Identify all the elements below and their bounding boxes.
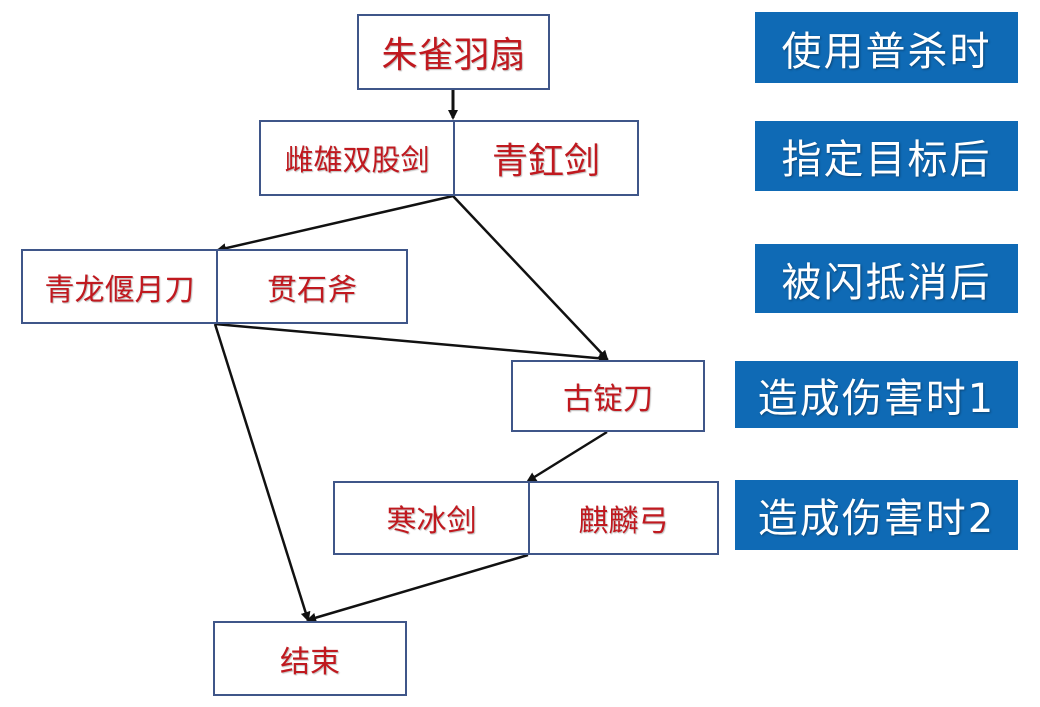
node-weapons-row-2: 青龙偃月刀 贯石斧 bbox=[21, 249, 408, 324]
arrow-weapons-to-guding bbox=[452, 195, 609, 361]
node-guanshi-label: 贯石斧 bbox=[216, 251, 406, 322]
node-qilin-label: 麒麟弓 bbox=[528, 483, 717, 553]
node-end-label: 结束 bbox=[280, 644, 340, 680]
node-weapons-row-3: 寒冰剑 麒麟弓 bbox=[333, 481, 719, 555]
arrow-guding-to-hanbing bbox=[526, 430, 608, 483]
arrow-qinglong-to-guding bbox=[214, 322, 609, 364]
node-cixiong-label: 雌雄双股剑 bbox=[284, 143, 430, 177]
node-hanbing-label: 寒冰剑 bbox=[386, 504, 477, 539]
node-guding: 古锭刀 bbox=[511, 360, 705, 432]
node-qinggang-label: 青釭剑 bbox=[453, 122, 637, 194]
stage-use-sha: 使用普杀时 bbox=[755, 12, 1018, 83]
arrow-weapons-to-qinglong bbox=[216, 194, 454, 254]
node-guding-label: 古锭刀 bbox=[563, 382, 653, 417]
node-end: 结束 bbox=[213, 621, 407, 696]
stage-on-damage-1: 造成伤害时1 bbox=[735, 361, 1018, 428]
stage-after-dodge: 被闪抵消后 bbox=[755, 244, 1018, 313]
node-zhuque: 朱雀羽扇 bbox=[357, 14, 550, 90]
arrow-qinglong-to-end bbox=[213, 323, 311, 622]
node-zhuque-label: 朱雀羽扇 bbox=[381, 35, 526, 76]
node-weapons-row-1: 雌雄双股剑 青釭剑 bbox=[259, 120, 639, 196]
stage-on-damage-2: 造成伤害时2 bbox=[735, 480, 1018, 550]
node-qinglong-label: 青龙偃月刀 bbox=[44, 272, 195, 308]
stage-after-target: 指定目标后 bbox=[755, 121, 1018, 191]
arrow-hanbing-to-end bbox=[306, 553, 529, 623]
